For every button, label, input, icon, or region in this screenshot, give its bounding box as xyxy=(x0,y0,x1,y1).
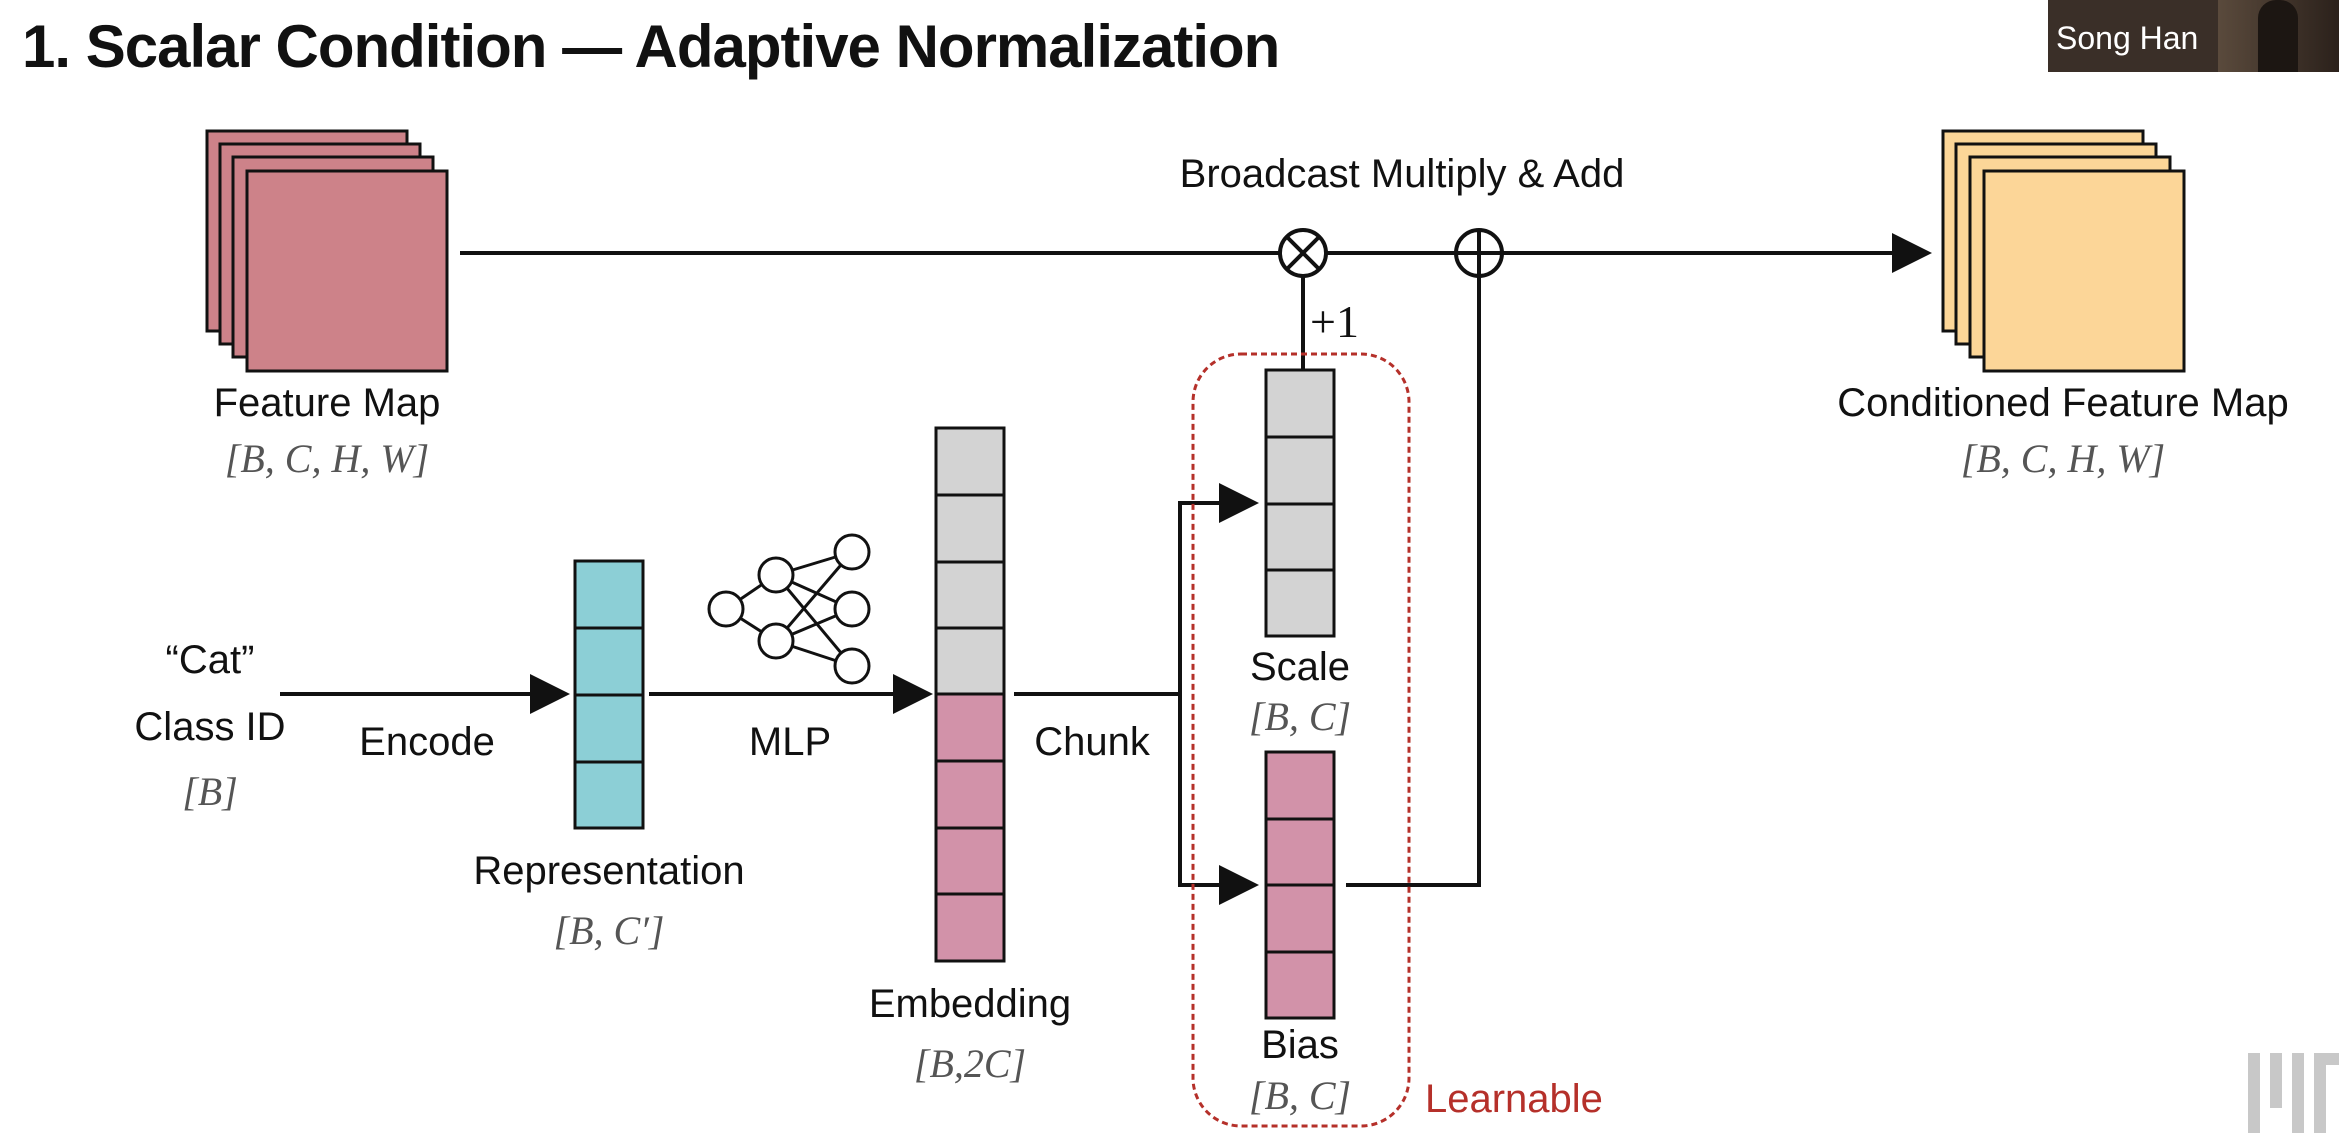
mit-logo xyxy=(2248,1053,2339,1133)
speaker-video: Song Han xyxy=(2048,0,2339,72)
chunk-to-scale-arrow xyxy=(1178,483,1259,885)
bias-label: Bias xyxy=(1261,1023,1339,1067)
conditioned-feature-map-stack xyxy=(1941,129,2186,373)
feature-map-shape: [B, C, H, W] xyxy=(225,436,429,481)
slide-title: 1. Scalar Condition — Adaptive Normaliza… xyxy=(22,13,1280,80)
chunk-to-bias-arrow xyxy=(1178,700,1259,905)
speaker-silhouette xyxy=(2258,0,2298,72)
chunk-label: Chunk xyxy=(1034,720,1151,764)
speaker-name: Song Han xyxy=(2056,20,2199,56)
neural-network-icon xyxy=(707,533,871,685)
bias-vector xyxy=(1264,750,1336,1020)
conditioned-feature-map-shape: [B, C, H, W] xyxy=(1961,436,2165,481)
feature-map-stack xyxy=(205,129,449,373)
scale-label: Scale xyxy=(1250,645,1350,689)
embedding-shape: [B,2C] xyxy=(914,1041,1026,1086)
add-operator-icon xyxy=(1454,228,1504,278)
learnable-label: Learnable xyxy=(1425,1077,1603,1121)
feature-map-label: Feature Map xyxy=(214,381,441,425)
conditioned-feature-map-label: Conditioned Feature Map xyxy=(1837,381,2288,425)
bias-shape: [B, C] xyxy=(1249,1073,1351,1118)
multiply-operator-icon xyxy=(1278,228,1328,278)
representation-label: Representation xyxy=(473,849,744,893)
representation-vector xyxy=(573,559,645,830)
plus-one-label: +1 xyxy=(1310,296,1359,347)
input-shape: [B] xyxy=(182,769,238,814)
broadcast-label: Broadcast Multiply & Add xyxy=(1180,152,1625,196)
input-classid-label: Class ID xyxy=(134,705,285,749)
input-quote-label: “Cat” xyxy=(166,638,255,682)
encode-label: Encode xyxy=(359,720,495,764)
scale-shape: [B, C] xyxy=(1249,694,1351,739)
embedding-vector xyxy=(934,426,1006,963)
learnable-box xyxy=(1191,352,1411,1128)
mlp-label: MLP xyxy=(749,720,831,764)
bias-to-add-line xyxy=(1346,276,1481,887)
scale-vector xyxy=(1264,368,1336,638)
embedding-label: Embedding xyxy=(869,982,1071,1026)
representation-shape: [B, C′] xyxy=(554,908,665,953)
